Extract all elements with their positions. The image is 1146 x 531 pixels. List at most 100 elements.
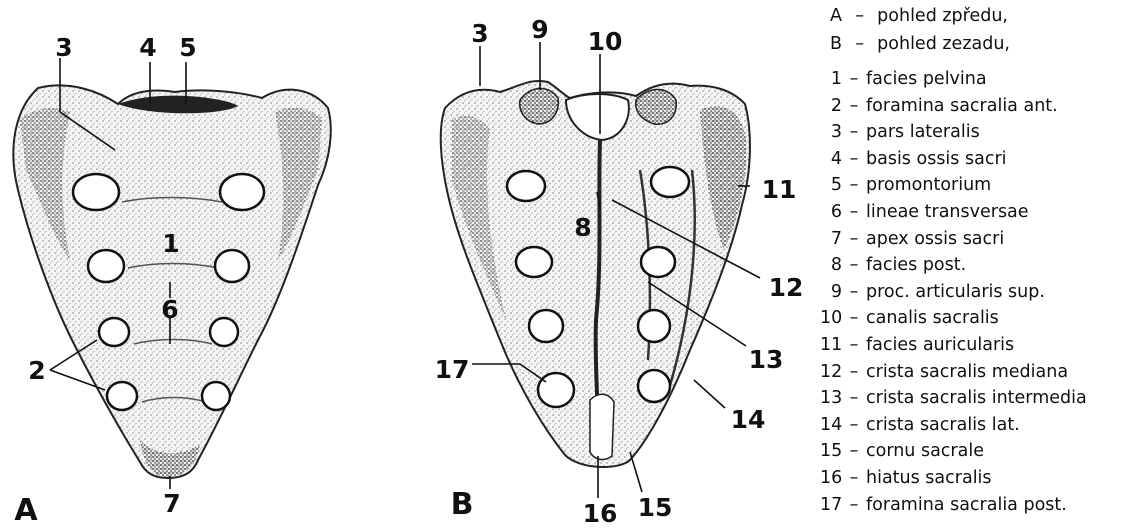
- legend-item-number: 6: [820, 202, 842, 222]
- legend-item-text: apex ossis sacri: [866, 229, 1004, 249]
- legend-view-b: B – pohled zezadu,: [820, 34, 1010, 54]
- legend-item-dash: –: [842, 255, 866, 275]
- label-b-10: 10: [588, 27, 623, 56]
- label-b-15: 15: [638, 493, 673, 522]
- label-a-5: 5: [179, 33, 196, 62]
- legend-text: pohled zpředu,: [877, 6, 1008, 26]
- legend-item-dash: –: [842, 96, 866, 116]
- label-a-6: 6: [161, 295, 178, 324]
- legend-item-number: 11: [820, 335, 842, 355]
- legend-item-text: facies auricularis: [866, 335, 1014, 355]
- legend-item-8: 8–facies post.: [820, 255, 966, 275]
- legend-item-5: 5–promontorium: [820, 175, 991, 195]
- legend-item-number: 16: [820, 468, 842, 488]
- label-b-11: 11: [762, 175, 797, 204]
- legend-item-16: 16–hiatus sacralis: [820, 468, 992, 488]
- legend-item-dash: –: [842, 202, 866, 222]
- legend-item-text: foramina sacralia ant.: [866, 96, 1058, 116]
- legend-item-text: crista sacralis mediana: [866, 362, 1068, 382]
- legend-item-3: 3–pars lateralis: [820, 122, 980, 142]
- legend-item-number: 3: [820, 122, 842, 142]
- legend-item-17: 17–foramina sacralia post.: [820, 495, 1067, 515]
- sacrum-posterior-view: 3 9 10 11 8 12 13 14 17 16 15 B: [435, 15, 804, 528]
- label-a-1: 1: [162, 229, 179, 258]
- legend-item-number: 1: [820, 69, 842, 89]
- label-b-13: 13: [749, 345, 784, 374]
- legend-dash: –: [848, 34, 872, 54]
- label-b-14: 14: [731, 405, 766, 434]
- legend-item-text: pars lateralis: [866, 122, 980, 142]
- label-a-3: 3: [55, 33, 72, 62]
- legend-item-dash: –: [842, 282, 866, 302]
- legend-item-text: foramina sacralia post.: [866, 495, 1067, 515]
- label-b-8: 8: [574, 213, 591, 242]
- view-b-letter: B: [451, 487, 474, 522]
- legend-item-dash: –: [842, 495, 866, 515]
- legend-item-dash: –: [842, 468, 866, 488]
- legend-item-13: 13–crista sacralis intermedia: [820, 388, 1087, 408]
- legend-item-1: 1–facies pelvina: [820, 69, 987, 89]
- legend-item-text: promontorium: [866, 175, 991, 195]
- legend-item-dash: –: [842, 229, 866, 249]
- legend-item-dash: –: [842, 362, 866, 382]
- legend-item-6: 6–lineae transversae: [820, 202, 1029, 222]
- label-b-16: 16: [583, 499, 618, 528]
- label-b-17: 17: [435, 355, 470, 384]
- label-a-7: 7: [163, 489, 180, 518]
- legend-item-text: proc. articularis sup.: [866, 282, 1045, 302]
- legend-dash: –: [848, 6, 872, 26]
- legend-item-number: 17: [820, 495, 842, 515]
- legend-item-dash: –: [842, 335, 866, 355]
- legend-item-number: 4: [820, 149, 842, 169]
- legend-item-text: crista sacralis intermedia: [866, 388, 1087, 408]
- legend-item-number: 7: [820, 229, 842, 249]
- legend-item-text: canalis sacralis: [866, 308, 999, 328]
- label-a-2: 2: [28, 356, 45, 385]
- legend-item-number: 15: [820, 441, 842, 461]
- legend-item-number: 8: [820, 255, 842, 275]
- articular-process-left: [520, 88, 559, 124]
- legend-key: B: [820, 34, 842, 54]
- label-b-12: 12: [769, 273, 804, 302]
- legend-key: A: [820, 6, 842, 26]
- legend-item-dash: –: [842, 175, 866, 195]
- legend-item-14: 14–crista sacralis lat.: [820, 415, 1020, 435]
- legend-item-dash: –: [842, 388, 866, 408]
- legend-item-dash: –: [842, 69, 866, 89]
- legend-item-11: 11–facies auricularis: [820, 335, 1014, 355]
- legend-item-text: facies post.: [866, 255, 966, 275]
- legend-view-a: A – pohled zpředu,: [820, 6, 1008, 26]
- legend-item-text: facies pelvina: [866, 69, 987, 89]
- legend-item-7: 7–apex ossis sacri: [820, 229, 1004, 249]
- legend-item-number: 13: [820, 388, 842, 408]
- legend-item-9: 9–proc. articularis sup.: [820, 282, 1045, 302]
- legend-item-text: cornu sacrale: [866, 441, 984, 461]
- legend-item-15: 15–cornu sacrale: [820, 441, 984, 461]
- legend-item-dash: –: [842, 149, 866, 169]
- legend-item-dash: –: [842, 415, 866, 435]
- legend-item-dash: –: [842, 122, 866, 142]
- legend-text: pohled zezadu,: [877, 34, 1010, 54]
- legend-item-12: 12–crista sacralis mediana: [820, 362, 1068, 382]
- legend-item-10: 10–canalis sacralis: [820, 308, 999, 328]
- hiatus-sacralis: [590, 394, 614, 459]
- label-b-3: 3: [471, 19, 488, 48]
- view-a-letter: A: [14, 493, 38, 528]
- label-a-4: 4: [139, 33, 156, 62]
- legend-item-number: 2: [820, 96, 842, 116]
- legend-item-number: 10: [820, 308, 842, 328]
- sacrum-diagram: 3 4 5 1 6 2 7 A: [0, 0, 820, 531]
- legend-item-text: crista sacralis lat.: [866, 415, 1020, 435]
- legend-item-text: lineae transversae: [866, 202, 1029, 222]
- label-b-9: 9: [531, 15, 548, 44]
- legend-item-text: hiatus sacralis: [866, 468, 992, 488]
- legend-item-dash: –: [842, 441, 866, 461]
- sacrum-anterior-view: 3 4 5 1 6 2 7 A: [13, 33, 330, 528]
- legend-item-2: 2–foramina sacralia ant.: [820, 96, 1058, 116]
- legend-item-number: 12: [820, 362, 842, 382]
- legend-item-number: 5: [820, 175, 842, 195]
- legend-item-dash: –: [842, 308, 866, 328]
- legend-item-text: basis ossis sacri: [866, 149, 1007, 169]
- legend-item-4: 4–basis ossis sacri: [820, 149, 1007, 169]
- legend-item-number: 9: [820, 282, 842, 302]
